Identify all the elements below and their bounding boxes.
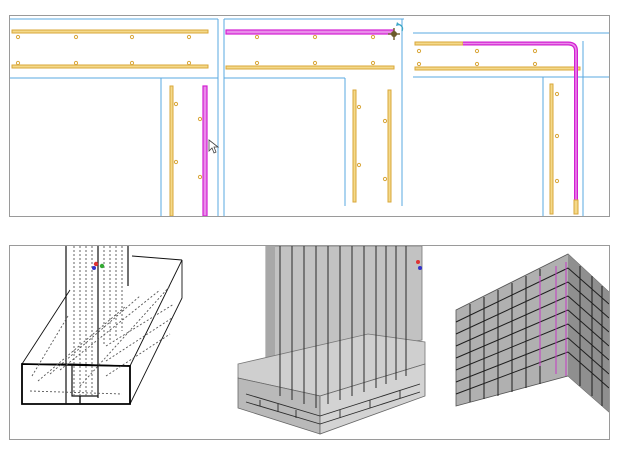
- wall-corner-view-1[interactable]: [10, 18, 220, 216]
- column-side: [266, 246, 275, 368]
- plan-views-canvas[interactable]: [10, 16, 609, 216]
- rebar-bar[interactable]: [549, 83, 554, 215]
- rebar-mesh-lines: [245, 383, 421, 425]
- wall-right-face: [568, 254, 609, 412]
- rebar-bar[interactable]: [414, 66, 581, 71]
- rebar-bar[interactable]: [11, 64, 209, 69]
- rebar-bar[interactable]: [11, 29, 209, 34]
- wireframe-footing-view[interactable]: [21, 246, 183, 405]
- rebar-bar[interactable]: [414, 41, 464, 46]
- rebar-dots: [254, 34, 388, 182]
- footing-outline: [21, 255, 183, 405]
- mouse-cursor-icon: [208, 139, 220, 154]
- wall-corner-view-3[interactable]: [413, 32, 609, 216]
- rebar-bar[interactable]: [225, 65, 395, 70]
- rebar-hook: [79, 396, 110, 405]
- rebar-hidden-lines: [29, 246, 175, 396]
- rebar-bar-selected-core: [463, 42, 577, 200]
- iso-views-panel: [9, 245, 610, 440]
- rebar-selected-mesh[interactable]: [539, 262, 567, 376]
- rebar-bar-selected[interactable]: [225, 29, 395, 35]
- rebar-bar-selected[interactable]: [202, 85, 208, 216]
- rebar-bar[interactable]: [169, 85, 174, 216]
- wall-tee-view-2[interactable]: [223, 18, 404, 216]
- iso-views-canvas[interactable]: [10, 246, 609, 439]
- shaded-footing-view[interactable]: [237, 246, 426, 435]
- plan-views-panel: [9, 15, 610, 217]
- rotate-gizmo-icon[interactable]: [388, 22, 404, 40]
- axis-triad-icon: [416, 260, 422, 270]
- axis-triad-icon: [92, 261, 105, 270]
- rebar-dots: [15, 34, 203, 180]
- rebar-bar[interactable]: [352, 89, 357, 203]
- rebar-dots: [416, 48, 560, 184]
- footing-front-face: [21, 363, 131, 405]
- rebar-bar[interactable]: [573, 199, 579, 215]
- mesh-corner-view[interactable]: [455, 253, 609, 413]
- column-outline: [65, 246, 129, 404]
- rebar-vertical-lines: [279, 246, 407, 408]
- rebar-bar[interactable]: [387, 89, 392, 203]
